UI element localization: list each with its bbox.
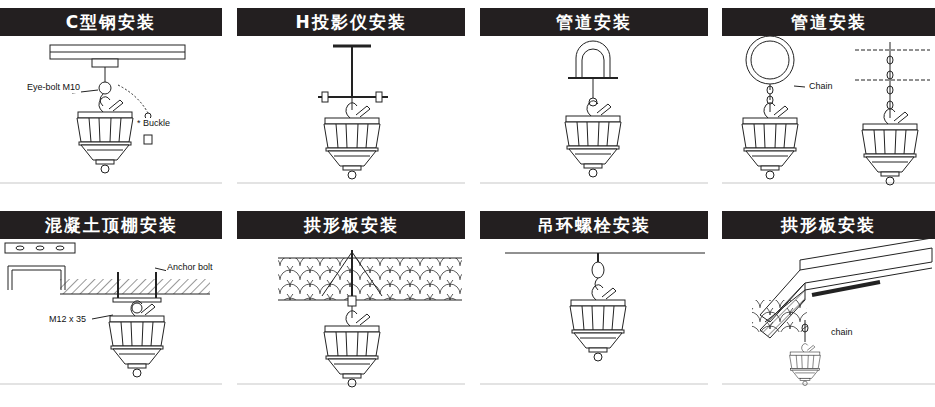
header-text: 混凝土顶棚安装 (45, 214, 178, 237)
header-text: 管道安装 (556, 11, 632, 34)
part-label: M12 x 35 (48, 314, 87, 325)
header-text: 拱形板安装 (304, 214, 399, 237)
section-header: 拱形板安装 (722, 211, 935, 239)
part-label: Anchor bolt (166, 262, 214, 273)
part-label: * Buckle (136, 118, 171, 129)
header-text: H投影仪安装 (295, 11, 406, 34)
header-text: 管道安装 (791, 11, 867, 34)
header-text: 拱形板安装 (781, 214, 876, 237)
section-header: H投影仪安装 (237, 8, 465, 36)
part-label: Chain (808, 81, 834, 92)
part-label: Eye-bolt M10 (26, 82, 81, 93)
section-header: 混凝土顶棚安装 (0, 211, 222, 239)
header-text: C型钢安装 (66, 11, 156, 34)
section-header: 吊环螺栓安装 (480, 211, 708, 239)
section-header: 管道安装 (722, 8, 935, 36)
section-header: C型钢安装 (0, 8, 222, 36)
part-label: chain (830, 327, 854, 338)
header-text: 吊环螺栓安装 (537, 214, 651, 237)
section-header: 管道安装 (480, 8, 708, 36)
section-header: 拱形板安装 (237, 211, 465, 239)
